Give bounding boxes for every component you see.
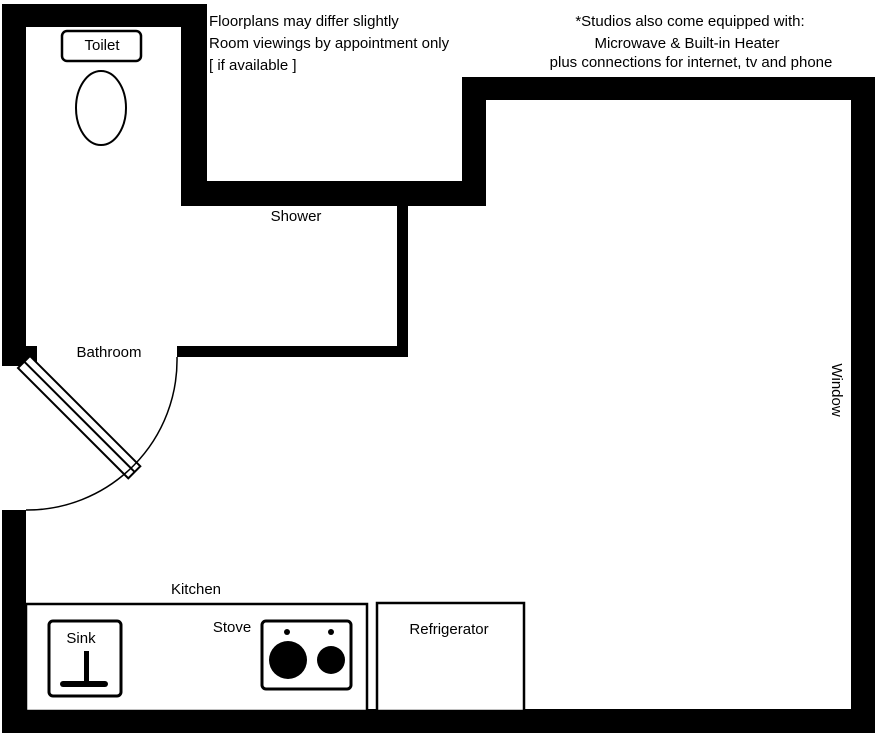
note-left-1: Floorplans may differ slightly (209, 13, 399, 30)
note-right-1: *Studios also come equipped with: (575, 13, 804, 30)
wall-bottom (2, 709, 875, 733)
refrigerator-box (375, 601, 526, 713)
stove-label: Stove (213, 619, 251, 636)
toilet-bowl (75, 70, 127, 146)
note-left-2: Room viewings by appointment only (209, 35, 450, 52)
door-swing-arc (25, 356, 178, 511)
sink-faucet-base (60, 681, 108, 687)
bathroom-label: Bathroom (76, 344, 141, 361)
notes-right: *Studios also come equipped with: Microw… (550, 13, 833, 71)
wall-shower-top (181, 181, 486, 206)
door-jamb (26, 346, 37, 366)
stove-knob-right (328, 629, 334, 635)
stove-knob-left (284, 629, 290, 635)
wall-top-main (462, 77, 875, 100)
wall-left-lower (2, 510, 26, 733)
sink: Sink (47, 619, 123, 698)
door-leaf-inner (23, 360, 136, 473)
wall-shower-bottom (177, 346, 408, 357)
note-left-3: [ if available ] (209, 57, 297, 74)
stove-burner-small (317, 646, 345, 674)
notes-left: Floorplans may differ slightly Room view… (209, 13, 450, 74)
toilet: Toilet (60, 29, 143, 146)
kitchen-label: Kitchen (171, 581, 221, 598)
shower-label: Shower (271, 208, 322, 225)
sink-label: Sink (66, 630, 96, 647)
walls (2, 4, 875, 733)
wall-top-bathroom (2, 4, 207, 27)
stove-burner-large (269, 641, 307, 679)
wall-shower-right (397, 200, 408, 357)
note-right-3: plus connections for internet, tv and ph… (550, 54, 833, 71)
toilet-tank (60, 29, 143, 63)
refrigerator: Refrigerator (375, 601, 526, 713)
note-right-2: Microwave & Built-in Heater (594, 35, 779, 52)
wall-left-upper (2, 4, 26, 366)
toilet-label: Toilet (84, 37, 120, 54)
wall-bathroom-right (181, 4, 207, 206)
wall-right (851, 77, 875, 733)
window-label: Window (828, 363, 845, 417)
stove (260, 619, 353, 691)
sink-faucet-stem (84, 651, 89, 685)
refrigerator-label: Refrigerator (409, 621, 488, 638)
bathroom-door[interactable] (16, 354, 178, 511)
